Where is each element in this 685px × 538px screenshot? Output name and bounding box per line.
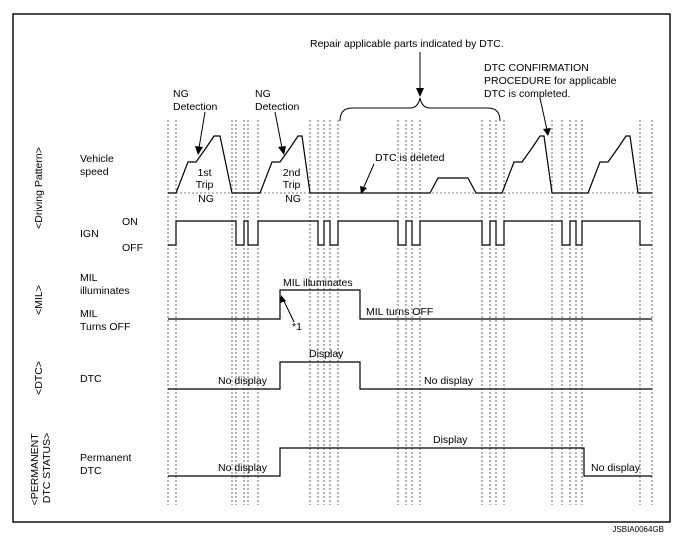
star1-arrow-head [280, 295, 286, 303]
ng-arrow-2 [274, 111, 283, 149]
star1-label: *1 [292, 321, 302, 333]
star1-leader [282, 298, 295, 323]
row-mil-illuminates: MIL illuminates [80, 272, 130, 297]
ng-detection-2: NG Detection [255, 88, 300, 113]
row-vehicle-speed: Vehicle speed [80, 153, 117, 178]
dtc-deleted-leader [362, 163, 375, 190]
dtc-confirm-note: DTC CONFIRMATION PROCEDURE for applicabl… [484, 62, 619, 100]
row-ign-on: ON [122, 216, 138, 228]
perm-no-display-label-1: No display [218, 462, 268, 474]
dtc-deleted-label: DTC is deleted [375, 152, 445, 164]
section-permanent: <PERMANENT DTC STATUS> [29, 431, 53, 506]
figure-code: JSBIA0064GB [612, 525, 664, 534]
dtc-deleted-arrow-head [360, 186, 367, 194]
event-lines [167, 120, 653, 505]
diagram-frame [12, 13, 671, 523]
ign-waveform [168, 220, 652, 246]
dtc-confirm-arrow [539, 97, 548, 131]
repair-note: Repair applicable parts indicated by DTC… [310, 38, 504, 50]
dtc-waveform [168, 361, 652, 390]
ng-arrow-head-2 [278, 146, 286, 155]
section-mil: <MIL> [33, 285, 45, 315]
ng-detection-1: NG Detection [173, 88, 218, 113]
mil-illuminates-label: MIL illuminates [283, 277, 353, 289]
trip2-label: 2nd Trip NG [283, 167, 304, 205]
vehicle-speed-waveform [168, 135, 652, 194]
dtc-confirm-arrow-head [543, 128, 551, 136]
ng-arrow-1 [198, 111, 206, 149]
dtc-display-label: Display [309, 348, 344, 360]
repair-brace [339, 97, 501, 122]
row-dtc: DTC [80, 373, 102, 385]
repair-arrow-head [416, 88, 424, 97]
row-ign: IGN [80, 228, 99, 240]
perm-no-display-label-2: No display [591, 462, 641, 474]
dtc-no-display-label-2: No display [424, 375, 474, 387]
section-dtc: <DTC> [33, 361, 45, 395]
mil-waveform [168, 289, 652, 320]
dtc-no-display-label-1: No display [218, 375, 268, 387]
section-driving-pattern: <Driving Pattern> [33, 147, 45, 229]
row-mil-turns-off: MIL Turns OFF [80, 308, 130, 333]
row-ign-off: OFF [122, 242, 143, 254]
perm-display-label: Display [433, 434, 468, 446]
permanent-dtc-waveform [168, 447, 652, 477]
ng-arrow-head-1 [195, 146, 203, 155]
row-permanent-dtc: Permanent DTC [80, 452, 134, 477]
trip1-label: 1st Trip NG [196, 167, 217, 205]
mil-turns-off-label: MIL turns OFF [366, 306, 433, 318]
